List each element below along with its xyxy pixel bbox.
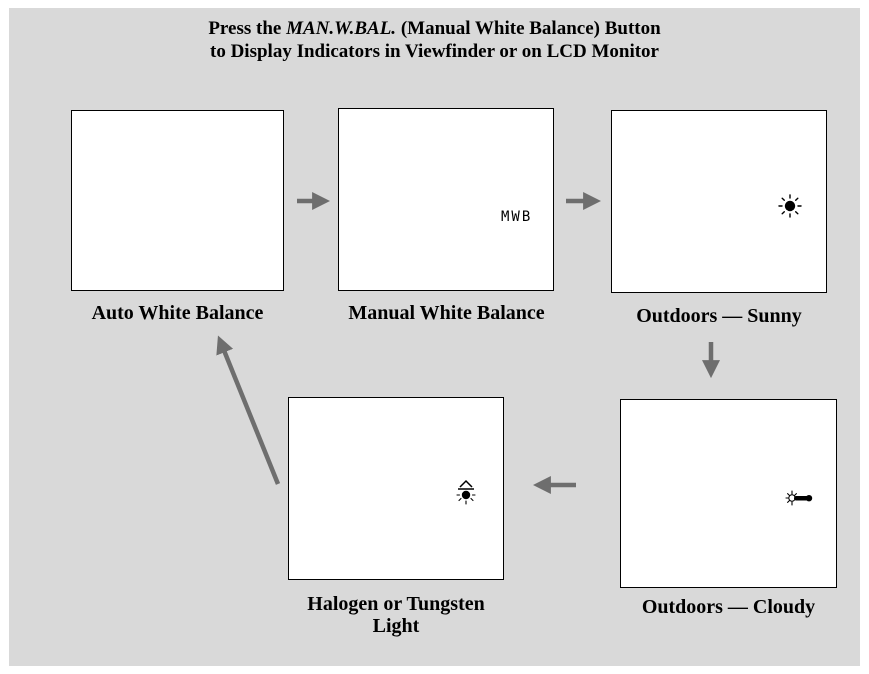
caption-outdoors-cloudy: Outdoors — Cloudy <box>641 596 816 618</box>
mwb-indicator: MWB <box>501 209 533 225</box>
flow-arrows <box>216 192 720 494</box>
caption-manual-white-balance: Manual White Balance <box>348 302 545 324</box>
screen-manual-white-balance: MWB <box>338 108 554 291</box>
screen-outdoors-cloudy <box>620 399 837 588</box>
sun-icon <box>778 194 802 218</box>
caption-halogen-line-2: Light <box>372 615 420 637</box>
title-line-2: to Display Indicators in Viewfinder or o… <box>210 41 659 62</box>
diagram-panel: Press the MAN.W.BAL. (Manual White Balan… <box>9 8 860 666</box>
caption-outdoors-sunny: Outdoors — Sunny <box>636 305 802 327</box>
title-line-1: Press the MAN.W.BAL. (Manual White Balan… <box>9 17 860 40</box>
bulb-icon <box>456 479 476 505</box>
screen-auto-white-balance <box>71 110 284 291</box>
screen-halogen-tungsten <box>288 397 504 580</box>
title-prefix: Press the <box>208 18 282 39</box>
arrow-halogen-to-auto <box>216 335 281 485</box>
screen-outdoors-sunny <box>611 110 827 293</box>
button-name: MAN.W.BAL. <box>286 18 397 39</box>
cloud-sun-icon <box>785 490 813 506</box>
title-suffix: (Manual White Balance) Button <box>400 18 661 39</box>
caption-halogen-line-1: Halogen or Tungsten <box>307 593 485 615</box>
caption-auto-white-balance: Auto White Balance <box>91 302 264 324</box>
